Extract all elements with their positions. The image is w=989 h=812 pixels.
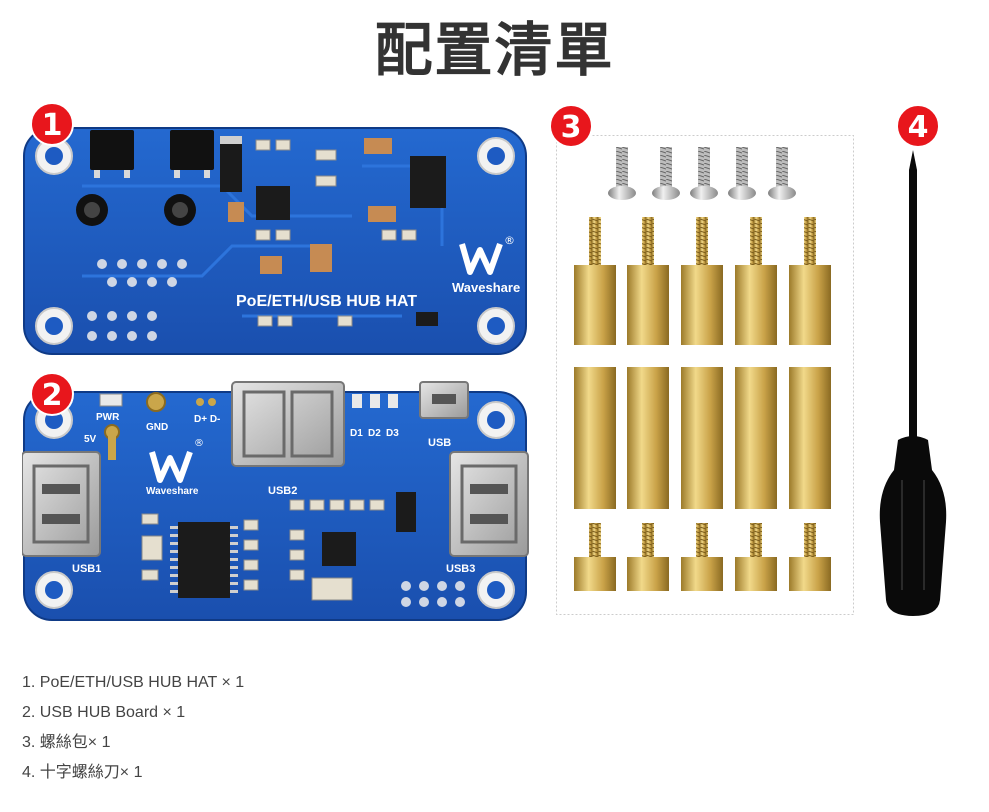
hub-usb-label: USB — [428, 437, 451, 449]
hub-pwr-label: PWR — [96, 412, 120, 423]
hub-d3-label: D3 — [386, 428, 399, 439]
hub-usb1-label: USB1 — [72, 563, 101, 575]
badge-1: 1 — [30, 102, 74, 146]
badge-2: 2 — [30, 372, 74, 416]
page-title: 配置清單 — [374, 16, 615, 84]
hub-registered-mark: ® — [194, 438, 204, 449]
contents-list: 1. PoE/ETH/USB HUB HAT × 1 2. USB HUB Bo… — [22, 668, 244, 788]
badge-4: 4 — [896, 104, 940, 148]
list-item: 3. 螺絲包× 1 — [22, 734, 111, 751]
hat-silk-label: PoE/ETH/USB HUB HAT — [236, 293, 417, 310]
list-item: 1. PoE/ETH/USB HUB HAT × 1 — [22, 674, 245, 691]
hub-gnd-label: GND — [146, 422, 168, 433]
screwdriver-image — [879, 150, 947, 616]
hub-usb2-label: USB2 — [268, 485, 297, 497]
hub-d2-label: D2 — [368, 428, 381, 439]
hub-d1-label: D1 — [350, 428, 363, 439]
screw-kit-image — [556, 135, 854, 615]
list-item: 4. 十字螺絲刀× 1 — [22, 764, 143, 781]
hub-usb3-label: USB3 — [446, 563, 475, 575]
hat-brand-label: Waveshare — [452, 280, 520, 295]
usb-hub-board-image: PWR GND 5V D+ D- D1 D2 D3 USB USB2 USB1 … — [22, 381, 529, 621]
poe-hat-board-image: ® Waveshare PoE/ETH/USB HUB HAT — [23, 127, 527, 355]
hub-brand-label: Waveshare — [146, 486, 199, 497]
hub-dpm-label: D+ D- — [194, 414, 220, 425]
hub-5v-label: 5V — [84, 434, 97, 445]
badge-3: 3 — [549, 104, 593, 148]
list-item: 2. USB HUB Board × 1 — [22, 704, 186, 721]
hat-registered-mark: ® — [504, 234, 515, 247]
